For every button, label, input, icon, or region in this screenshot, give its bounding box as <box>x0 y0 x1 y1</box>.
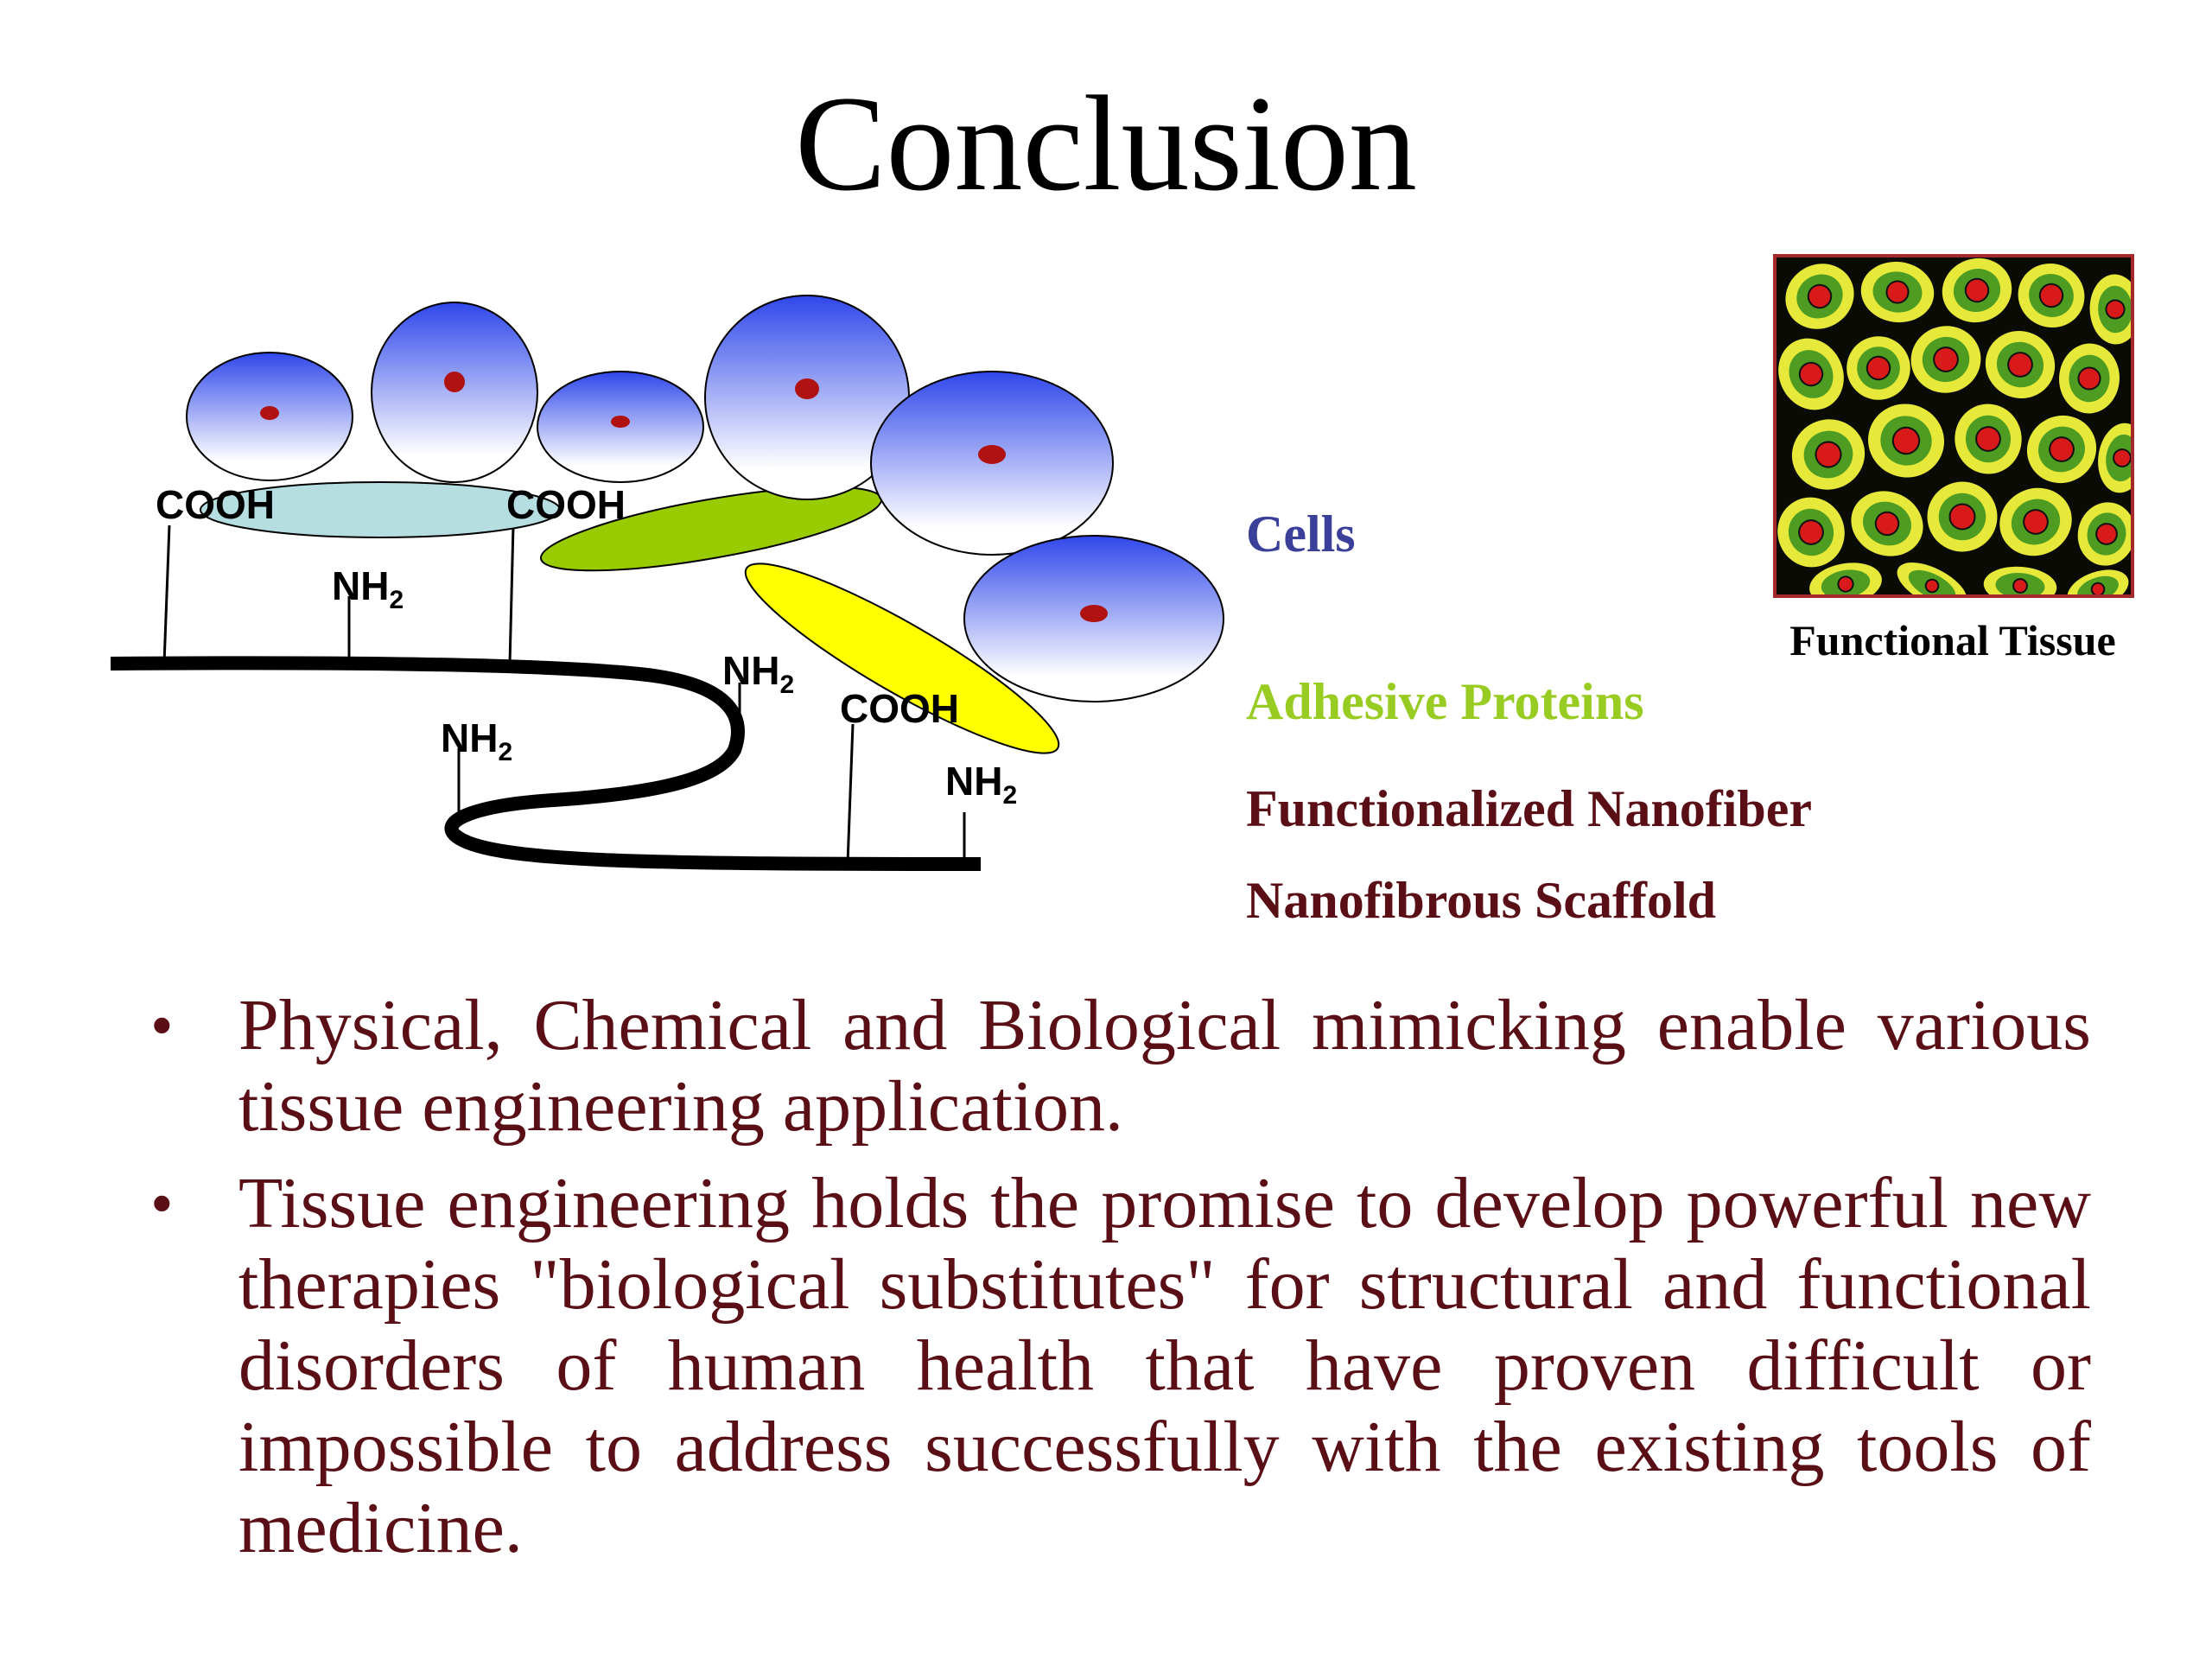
linker-line <box>846 723 855 865</box>
tissue-cell <box>1985 330 2056 399</box>
tissue-cell <box>1910 326 1981 393</box>
bullet-item: • Tissue engineering holds the promise t… <box>138 1163 2091 1569</box>
functional-tissue-image <box>1773 254 2134 598</box>
legend-cells: Cells <box>1246 505 1356 563</box>
tissue-cell <box>2059 343 2120 414</box>
cell-nucleus <box>611 416 630 428</box>
nh2-label: NH2 <box>441 715 512 766</box>
tissue-cell <box>1983 566 2057 594</box>
cell-nucleus <box>795 378 819 399</box>
cell <box>537 371 704 483</box>
legend-adhesive-proteins: Adhesive Proteins <box>1246 673 1644 730</box>
nanofiber-backbone <box>110 656 982 871</box>
legend-functionalized-nanofiber: Functionalized Nanofiber <box>1246 780 1812 837</box>
protein-light-blue <box>200 481 561 538</box>
tissue-cell <box>1860 261 1935 323</box>
cell-nucleus <box>1080 605 1108 622</box>
tissue-cell <box>2026 415 2097 484</box>
tissue-cell <box>1809 563 1882 594</box>
scaffold-diagram: COOH COOH COOH NH2 NH2 NH2 NH2 <box>110 295 1224 871</box>
cooh-label: COOH <box>840 686 959 731</box>
tissue-cell <box>1897 563 1967 594</box>
bullet-text: Tissue engineering holds the promise to … <box>238 1163 2091 1568</box>
cell <box>371 302 538 483</box>
bullet-list: • Physical, Chemical and Biological mimi… <box>138 985 2091 1585</box>
tissue-cell <box>1867 404 1945 478</box>
protein-yellow <box>744 563 1060 754</box>
tissue-cell <box>1851 491 1923 556</box>
tissue-cell <box>1955 404 2022 474</box>
cells <box>186 295 1224 702</box>
linker-lines <box>162 524 966 865</box>
nh2-label: NH2 <box>945 759 1017 810</box>
bullet-marker: • <box>150 1167 174 1240</box>
tissue-cell <box>1778 338 1844 410</box>
tissue-cell <box>2077 502 2131 566</box>
nh2-label: NH2 <box>722 648 794 699</box>
functional-tissue-caption: Functional Tissue <box>1789 616 2116 664</box>
tissue-cell <box>2089 274 2131 345</box>
linker-line <box>162 524 171 664</box>
cell-nucleus <box>978 445 1006 464</box>
tissue-cell <box>1777 497 1845 568</box>
cell <box>963 535 1224 702</box>
bullet-text: Physical, Chemical and Biological mimick… <box>238 985 2091 1147</box>
nh2-label: NH2 <box>332 563 404 614</box>
tissue-cell <box>2098 423 2131 493</box>
legend-nanofibrous-scaffold: Nanofibrous Scaffold <box>1246 872 1716 929</box>
slide-title: Conclusion <box>795 68 1417 219</box>
tissue-micrograph <box>1777 257 2131 594</box>
tissue-cell <box>1999 487 2072 556</box>
bullet-item: • Physical, Chemical and Biological mimi… <box>138 985 2091 1147</box>
tissue-cell <box>1927 481 1998 552</box>
tissue-cell <box>1847 336 1910 400</box>
tissue-cell <box>2067 569 2129 594</box>
cell-nucleus <box>444 372 465 392</box>
bullet-marker: • <box>150 989 174 1062</box>
linker-line <box>508 524 515 664</box>
tissue-cell <box>2018 263 2085 328</box>
tissue-cell <box>1785 264 1854 329</box>
tissue-cell <box>1942 257 2012 323</box>
cell <box>870 371 1114 556</box>
cooh-label: COOH <box>156 482 275 527</box>
cooh-label: COOH <box>506 482 626 527</box>
cell-nucleus <box>260 406 279 420</box>
cell <box>186 352 353 481</box>
tissue-cell <box>1791 419 1866 490</box>
